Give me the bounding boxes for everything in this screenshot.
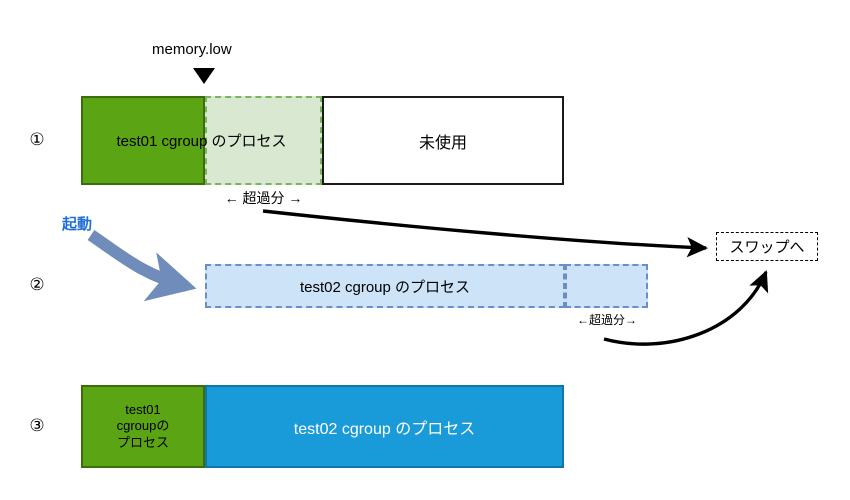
swap-target-label: スワップへ [729,239,805,256]
row3-test01-line2: cgroupの [116,418,170,434]
row3-test01-segment: test01 cgroupの プロセス [81,385,205,468]
row-number-1: ① [29,130,45,149]
row1-overage-measure-label: ← 超過分 → [224,190,303,206]
row2-overage-segment [565,264,648,308]
row3-test01-line1: test01 [125,402,161,418]
row2-test02-label-wrap: test02 cgroup のプロセス [205,264,565,308]
row2-overage-measure: ←超過分→ [565,308,649,330]
row1-overage-segment [205,96,322,185]
row2-test02-used-segment [205,264,565,308]
memory-low-label: memory.low [152,41,232,58]
triangle-down-marker [193,68,215,84]
row-number-2: ② [29,275,45,294]
arrow-row1-overflow-to-swap [262,209,709,258]
arrow-launch [87,230,197,302]
row2-test02-label: test02 cgroup のプロセス [299,278,471,296]
row1-test01-used-segment [81,96,205,185]
row3-test02-segment: test02 cgroup のプロセス [205,385,564,468]
row1-unused-label: 未使用 [418,134,467,152]
swap-target-box: スワップへ [716,232,818,261]
row3-test01-line3: プロセス [116,434,169,450]
row1-unused-segment: 未使用 [322,96,564,185]
row3-test02-label: test02 cgroup のプロセス [293,420,476,438]
row1-overage-measure: ← 超過分 → [203,186,324,210]
row2-overage-measure-label: ←超過分→ [576,312,637,327]
row-number-3: ③ [29,416,45,435]
launch-label: 起動 [62,216,93,233]
